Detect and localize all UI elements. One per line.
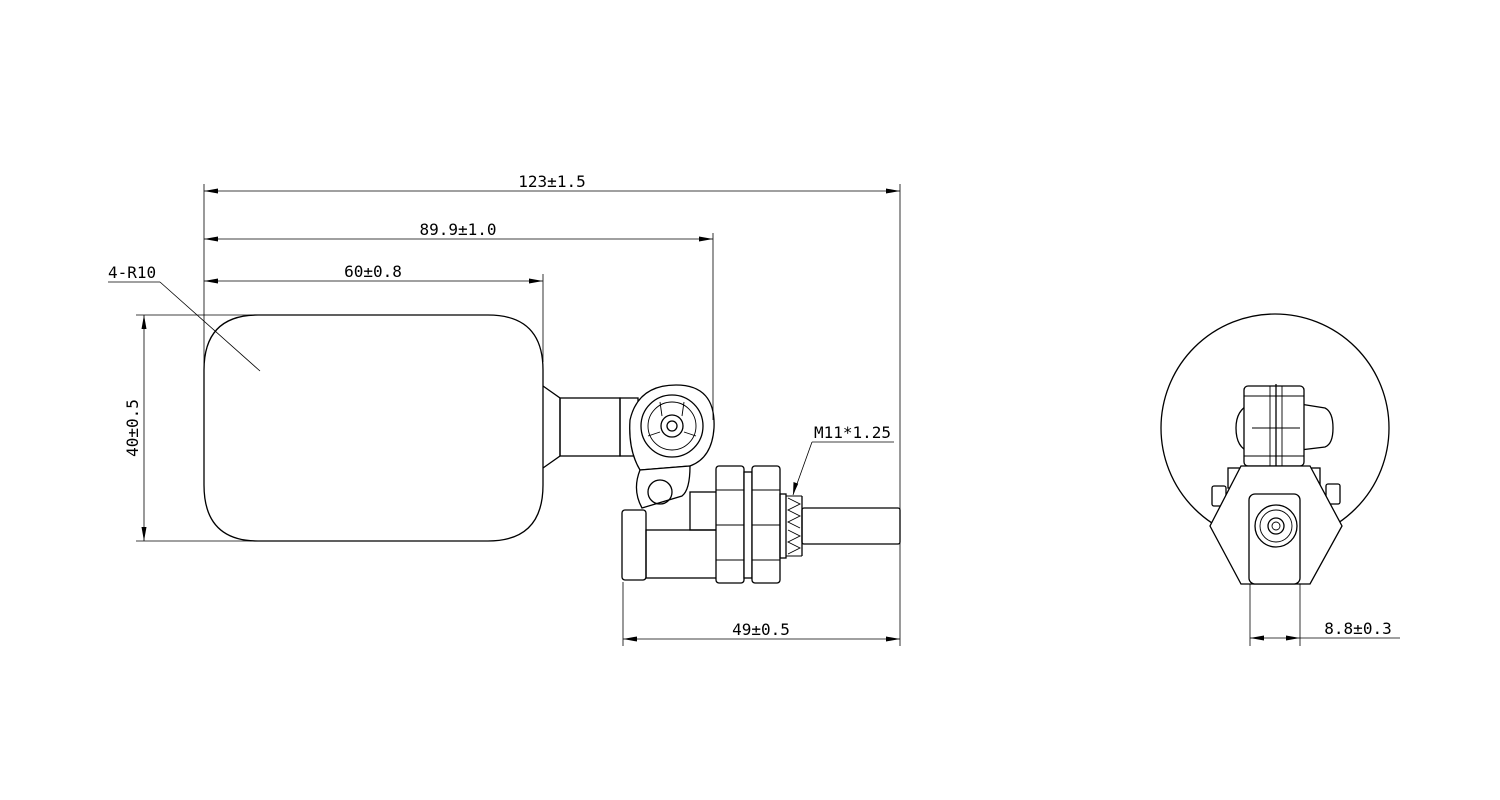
stem-width-label: 8.8±0.3 (1324, 619, 1391, 638)
side-view (203, 314, 901, 584)
shaft-end (1248, 493, 1301, 585)
bracket (635, 465, 691, 509)
float-height-label: 40±0.5 (123, 399, 142, 457)
pivot-length-label: 89.9±1.0 (419, 220, 496, 239)
float-arm (542, 385, 639, 469)
end-view (1160, 313, 1390, 585)
thread-label: M11*1.25 (814, 423, 891, 442)
side-view-dimensions (108, 184, 901, 646)
side-view-labels: 123±1.5 89.9±1.0 60±0.8 4-R10 40±0.5 M11… (108, 172, 891, 639)
hex-nuts (715, 465, 781, 584)
float-body (203, 314, 544, 542)
output-shaft (801, 507, 901, 545)
overall-length-label: 123±1.5 (518, 172, 585, 191)
corner-radius-label: 4-R10 (108, 263, 156, 282)
pivot-hub (629, 384, 715, 471)
thread-section (779, 493, 803, 559)
float-length-label: 60±0.8 (344, 262, 402, 281)
stem-body (621, 491, 719, 581)
stem-length-label: 49±0.5 (732, 620, 790, 639)
end-view-dimensions: 8.8±0.3 (1249, 584, 1400, 646)
